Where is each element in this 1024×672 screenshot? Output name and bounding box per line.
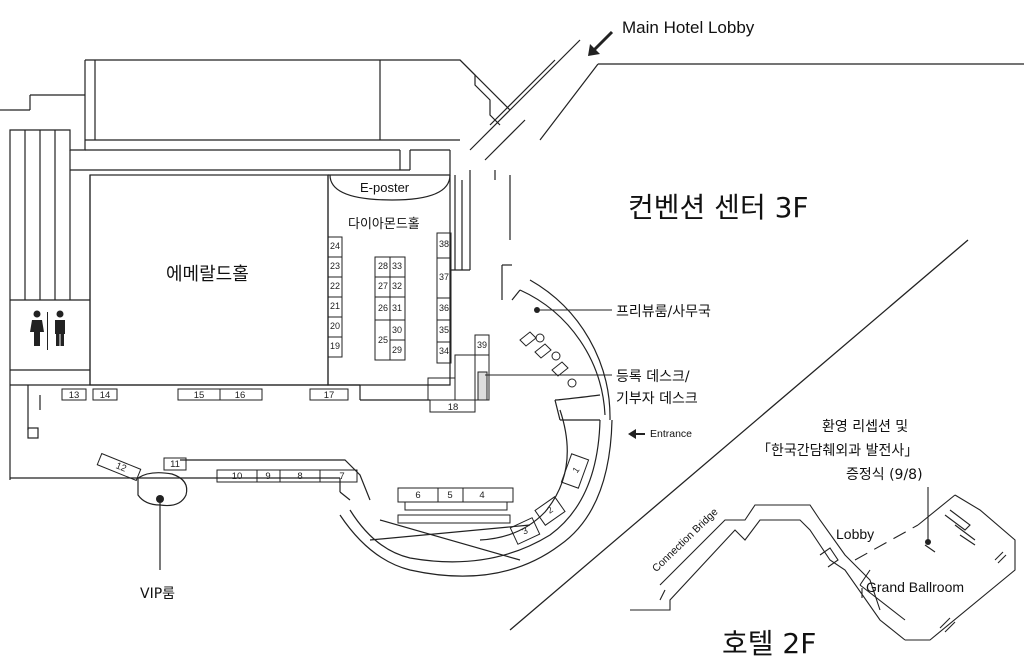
booth-26: 26 bbox=[377, 303, 388, 313]
preview-room-label: 프리뷰룸/사무국 bbox=[616, 304, 711, 320]
booth-9: 9 bbox=[265, 471, 271, 482]
booth-15: 15 bbox=[193, 390, 205, 401]
booth-10: 10 bbox=[231, 471, 243, 482]
hotel-2f-map bbox=[630, 487, 1016, 641]
registration-desk-label-2: 기부자 데스크 bbox=[616, 391, 698, 407]
booth-24: 24 bbox=[329, 241, 340, 251]
booth-23: 23 bbox=[329, 261, 340, 271]
convention-floor-title: 컨벤션 센터 3F bbox=[628, 191, 809, 224]
booth-8: 8 bbox=[297, 471, 303, 482]
lobby-label: Lobby bbox=[836, 526, 875, 542]
curved-lobby bbox=[339, 279, 613, 577]
booth-16: 16 bbox=[234, 390, 246, 401]
emerald-hall-label: 에메랄드홀 bbox=[166, 264, 249, 285]
booth-22: 22 bbox=[329, 281, 340, 291]
booth-20: 20 bbox=[329, 321, 340, 331]
diamond-booths bbox=[327, 232, 490, 413]
booth-37: 37 bbox=[438, 272, 449, 282]
entrance-label: Entrance bbox=[650, 428, 693, 440]
reception-label-1: 환영 리셉션 및 bbox=[822, 419, 909, 435]
booth-30: 30 bbox=[391, 325, 402, 335]
lobby-corridor bbox=[469, 39, 1024, 161]
booth-31: 31 bbox=[391, 303, 402, 313]
booth-39: 39 bbox=[476, 340, 487, 350]
booth-36: 36 bbox=[438, 303, 449, 313]
booth-19: 19 bbox=[329, 341, 340, 351]
wall-booths bbox=[61, 388, 514, 524]
hotel-floor-title: 호텔 2F bbox=[722, 627, 817, 660]
booth-11: 11 bbox=[170, 459, 180, 470]
booth-33: 33 bbox=[391, 261, 402, 271]
booth-27: 27 bbox=[377, 281, 388, 291]
entrance-arrow-icon bbox=[628, 429, 645, 439]
leader-lines bbox=[485, 309, 612, 376]
grand-ballroom-label: Grand Ballroom bbox=[866, 579, 965, 595]
booth-6: 6 bbox=[415, 490, 421, 501]
booth-14: 14 bbox=[99, 390, 111, 401]
building-walls bbox=[0, 59, 511, 501]
seat-icon bbox=[519, 307, 577, 388]
booth-25: 25 bbox=[377, 335, 388, 345]
reception-label-3: 증정식 (9/8) bbox=[846, 467, 923, 483]
booth-29: 29 bbox=[391, 345, 402, 355]
booth-34: 34 bbox=[438, 346, 449, 356]
booth-38: 38 bbox=[438, 239, 449, 249]
booth-21: 21 bbox=[329, 301, 340, 311]
booth-7: 7 bbox=[339, 471, 345, 482]
booth-35: 35 bbox=[438, 325, 449, 335]
lobby-arrow-icon bbox=[588, 30, 614, 56]
booth-13: 13 bbox=[68, 390, 80, 401]
vip-room bbox=[96, 452, 188, 570]
restroom-icon bbox=[30, 310, 65, 350]
booth-4: 4 bbox=[479, 490, 485, 501]
booth-18: 18 bbox=[447, 402, 459, 413]
reception-label-2: 「한국간담췌외과 발전사」 bbox=[757, 443, 919, 459]
booth-5: 5 bbox=[447, 490, 453, 501]
vip-room-label: VIP룸 bbox=[140, 586, 176, 602]
e-poster-label: E-poster bbox=[360, 180, 410, 195]
booth-32: 32 bbox=[391, 281, 402, 291]
registration-desk-label-1: 등록 데스크/ bbox=[616, 369, 690, 385]
diamond-hall-label: 다이아몬드홀 bbox=[348, 217, 420, 232]
divider-line bbox=[509, 239, 969, 631]
booth-28: 28 bbox=[377, 261, 388, 271]
main-hotel-lobby-label: Main Hotel Lobby bbox=[622, 18, 755, 37]
booth-17: 17 bbox=[323, 390, 335, 401]
